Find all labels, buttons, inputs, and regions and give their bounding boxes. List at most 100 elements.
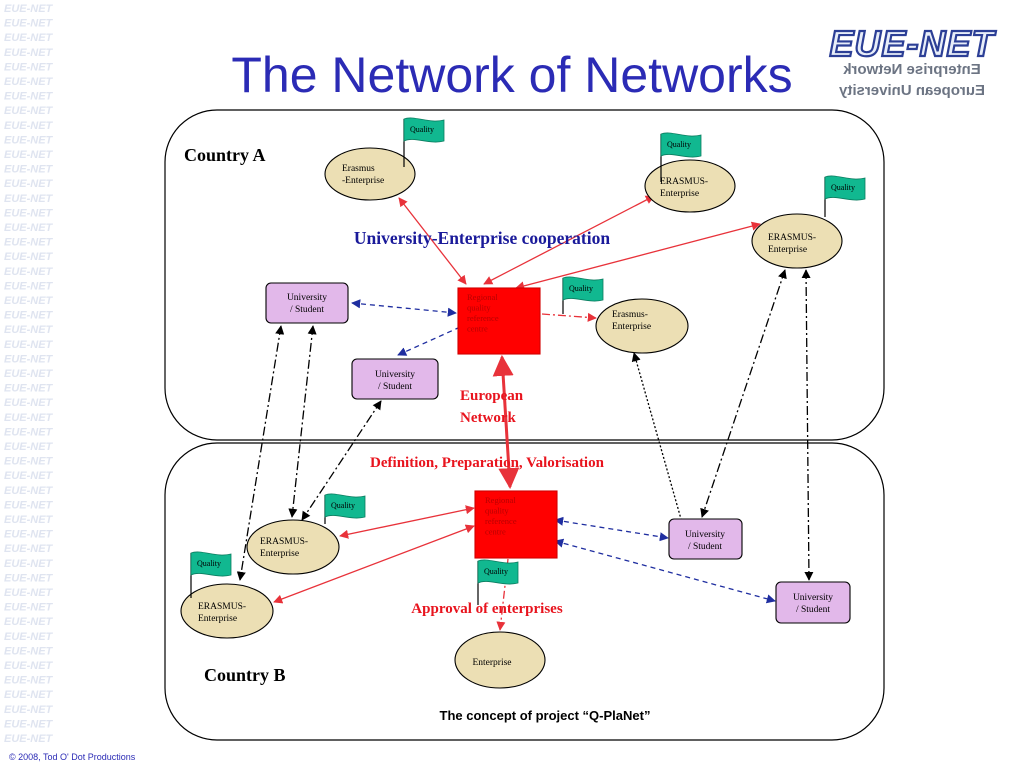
watermark-text: EUE-NET	[4, 572, 54, 584]
flag-label: Quality	[667, 140, 691, 149]
watermark-text: EUE-NET	[4, 76, 54, 88]
logo-wordmark: EUE-NET	[829, 23, 996, 64]
arrow-rqc-a-to-uni-a2	[397, 327, 459, 356]
arrow-rqc-b-to-ent-b2	[273, 524, 475, 604]
node-label-line: Enterprise	[260, 549, 299, 559]
watermark-strip: EUE-NET EUE-NET EUE-NET EUE-NET EUE-NET EUE-N…	[4, 3, 54, 745]
flag-cloth	[403, 117, 445, 143]
node-enterprise-ent-a2: ERASMUS- Enterprise	[644, 159, 736, 213]
watermark-text: EUE-NET	[4, 485, 54, 497]
logo-line-2: European University	[838, 82, 985, 99]
country-a-label: Country A	[184, 145, 266, 165]
node-label-line: Enterprise	[472, 658, 511, 668]
arrow-rqc-b-to-uni-b1	[554, 516, 669, 542]
quality-flag-rqc-b: Quality	[477, 559, 519, 605]
watermark-text: EUE-NET	[4, 61, 54, 73]
quality-flag-rqc-a: Quality	[562, 276, 604, 314]
node-label-line: ERASMUS-	[660, 177, 708, 187]
quality-flag-ent-a2: Quality	[660, 132, 702, 182]
node-label-line: Enterprise	[768, 245, 807, 255]
node-shape	[668, 518, 743, 560]
node-shape	[474, 490, 558, 559]
quality-flag-ent-a1: Quality	[403, 117, 445, 167]
flag-cloth	[477, 559, 519, 585]
watermark-text: EUE-NET	[4, 499, 54, 511]
approval-label: Approval of enterprises	[411, 601, 563, 617]
node-shape	[457, 287, 541, 355]
watermark-text: EUE-NET	[4, 193, 54, 205]
flag-label: Quality	[484, 567, 508, 576]
node-label-line: Enterprise	[660, 189, 699, 199]
flag-label: Quality	[197, 559, 221, 568]
link-ent-a3-uni-b2	[801, 269, 814, 581]
node-shape	[775, 581, 851, 624]
watermark-text: EUE-NET	[4, 178, 54, 190]
watermark-text: EUE-NET	[4, 295, 54, 307]
watermark-text: EUE-NET	[4, 120, 54, 132]
node-label-line: centre	[485, 527, 506, 537]
node-label-line: ERASMUS-	[198, 602, 246, 612]
node-label-line: Regional	[485, 495, 516, 505]
watermark-text: EUE-NET	[4, 718, 54, 730]
node-enterprise-ent-b3: Enterprise	[454, 631, 546, 689]
watermark-text: EUE-NET	[4, 47, 54, 59]
node-enterprise-ent-a4: Erasmus-Enterprise	[595, 298, 689, 354]
node-university-uni-a1: University / Student	[265, 282, 349, 324]
node-label-line: University	[287, 293, 327, 303]
watermark-text: EUE-NET	[4, 631, 54, 643]
watermark-text: EUE-NET	[4, 149, 54, 161]
flag-cloth	[190, 551, 232, 577]
flag-label: Quality	[569, 284, 593, 293]
watermark-text: EUE-NET	[4, 310, 54, 322]
watermark-text: EUE-NET	[4, 441, 54, 453]
node-enterprise-ent-a1: Erasmus-Enterprise	[324, 147, 416, 201]
quality-flags: QualityQualityQualityQualityQualityQuali…	[190, 117, 866, 605]
watermark-text: EUE-NET	[4, 412, 54, 424]
node-shape	[595, 298, 689, 354]
node-label-line: / Student	[378, 382, 412, 392]
country-b-label: Country B	[204, 665, 286, 685]
watermark-text: EUE-NET	[4, 266, 54, 278]
node-label-line: / Student	[290, 305, 324, 315]
watermark-text: EUE-NET	[4, 383, 54, 395]
flag-cloth	[824, 175, 866, 201]
watermark-text: EUE-NET	[4, 456, 54, 468]
node-shape	[351, 358, 439, 400]
link-uni-a1-ent-b1	[288, 325, 317, 518]
watermark-text: EUE-NET	[4, 426, 54, 438]
watermark-text: EUE-NET	[4, 660, 54, 672]
watermark-text: EUE-NET	[4, 207, 54, 219]
watermark-text: EUE-NET	[4, 529, 54, 541]
node-shape	[265, 282, 349, 324]
node-label-line: Enterprise	[612, 322, 651, 332]
cooperation-label: University-Enterprise cooperation	[354, 228, 610, 248]
watermark-text: EUE-NET	[4, 18, 54, 30]
quality-flag-ent-b1: Quality	[324, 493, 366, 524]
watermark-text: EUE-NET	[4, 675, 54, 687]
logo-line-1: Enterprise Network	[843, 61, 981, 78]
node-shape	[454, 631, 546, 689]
node-enterprise-ent-b1: ERASMUS-Enterprise	[246, 519, 340, 575]
watermark-text: EUE-NET	[4, 134, 54, 146]
node-shape	[180, 583, 274, 639]
node-label-line: / Student	[796, 605, 830, 615]
node-label-line: Enterprise	[198, 614, 237, 624]
link-ent-a3-uni-b1	[700, 269, 787, 518]
node-shape	[751, 213, 843, 269]
flag-label: Quality	[410, 125, 434, 134]
diagram-caption: The concept of project “Q-PlaNet”	[440, 708, 651, 723]
european-network-label-1: European	[460, 388, 524, 404]
node-label-line: quality	[485, 506, 509, 516]
node-label-line: University	[375, 370, 415, 380]
watermark-text: EUE-NET	[4, 368, 54, 380]
copyright-text: © 2008, Tod O' Dot Productions	[9, 752, 136, 762]
watermark-text: EUE-NET	[4, 91, 54, 103]
arrow-rqc-a-to-ent-a1	[398, 197, 467, 285]
arrow-rqc-a-to-ent-a3	[515, 221, 761, 291]
watermark-text: EUE-NET	[4, 543, 54, 555]
node-label-line: Erasmus	[342, 164, 375, 174]
watermark-text: EUE-NET	[4, 339, 54, 351]
watermark-text: EUE-NET	[4, 105, 54, 117]
